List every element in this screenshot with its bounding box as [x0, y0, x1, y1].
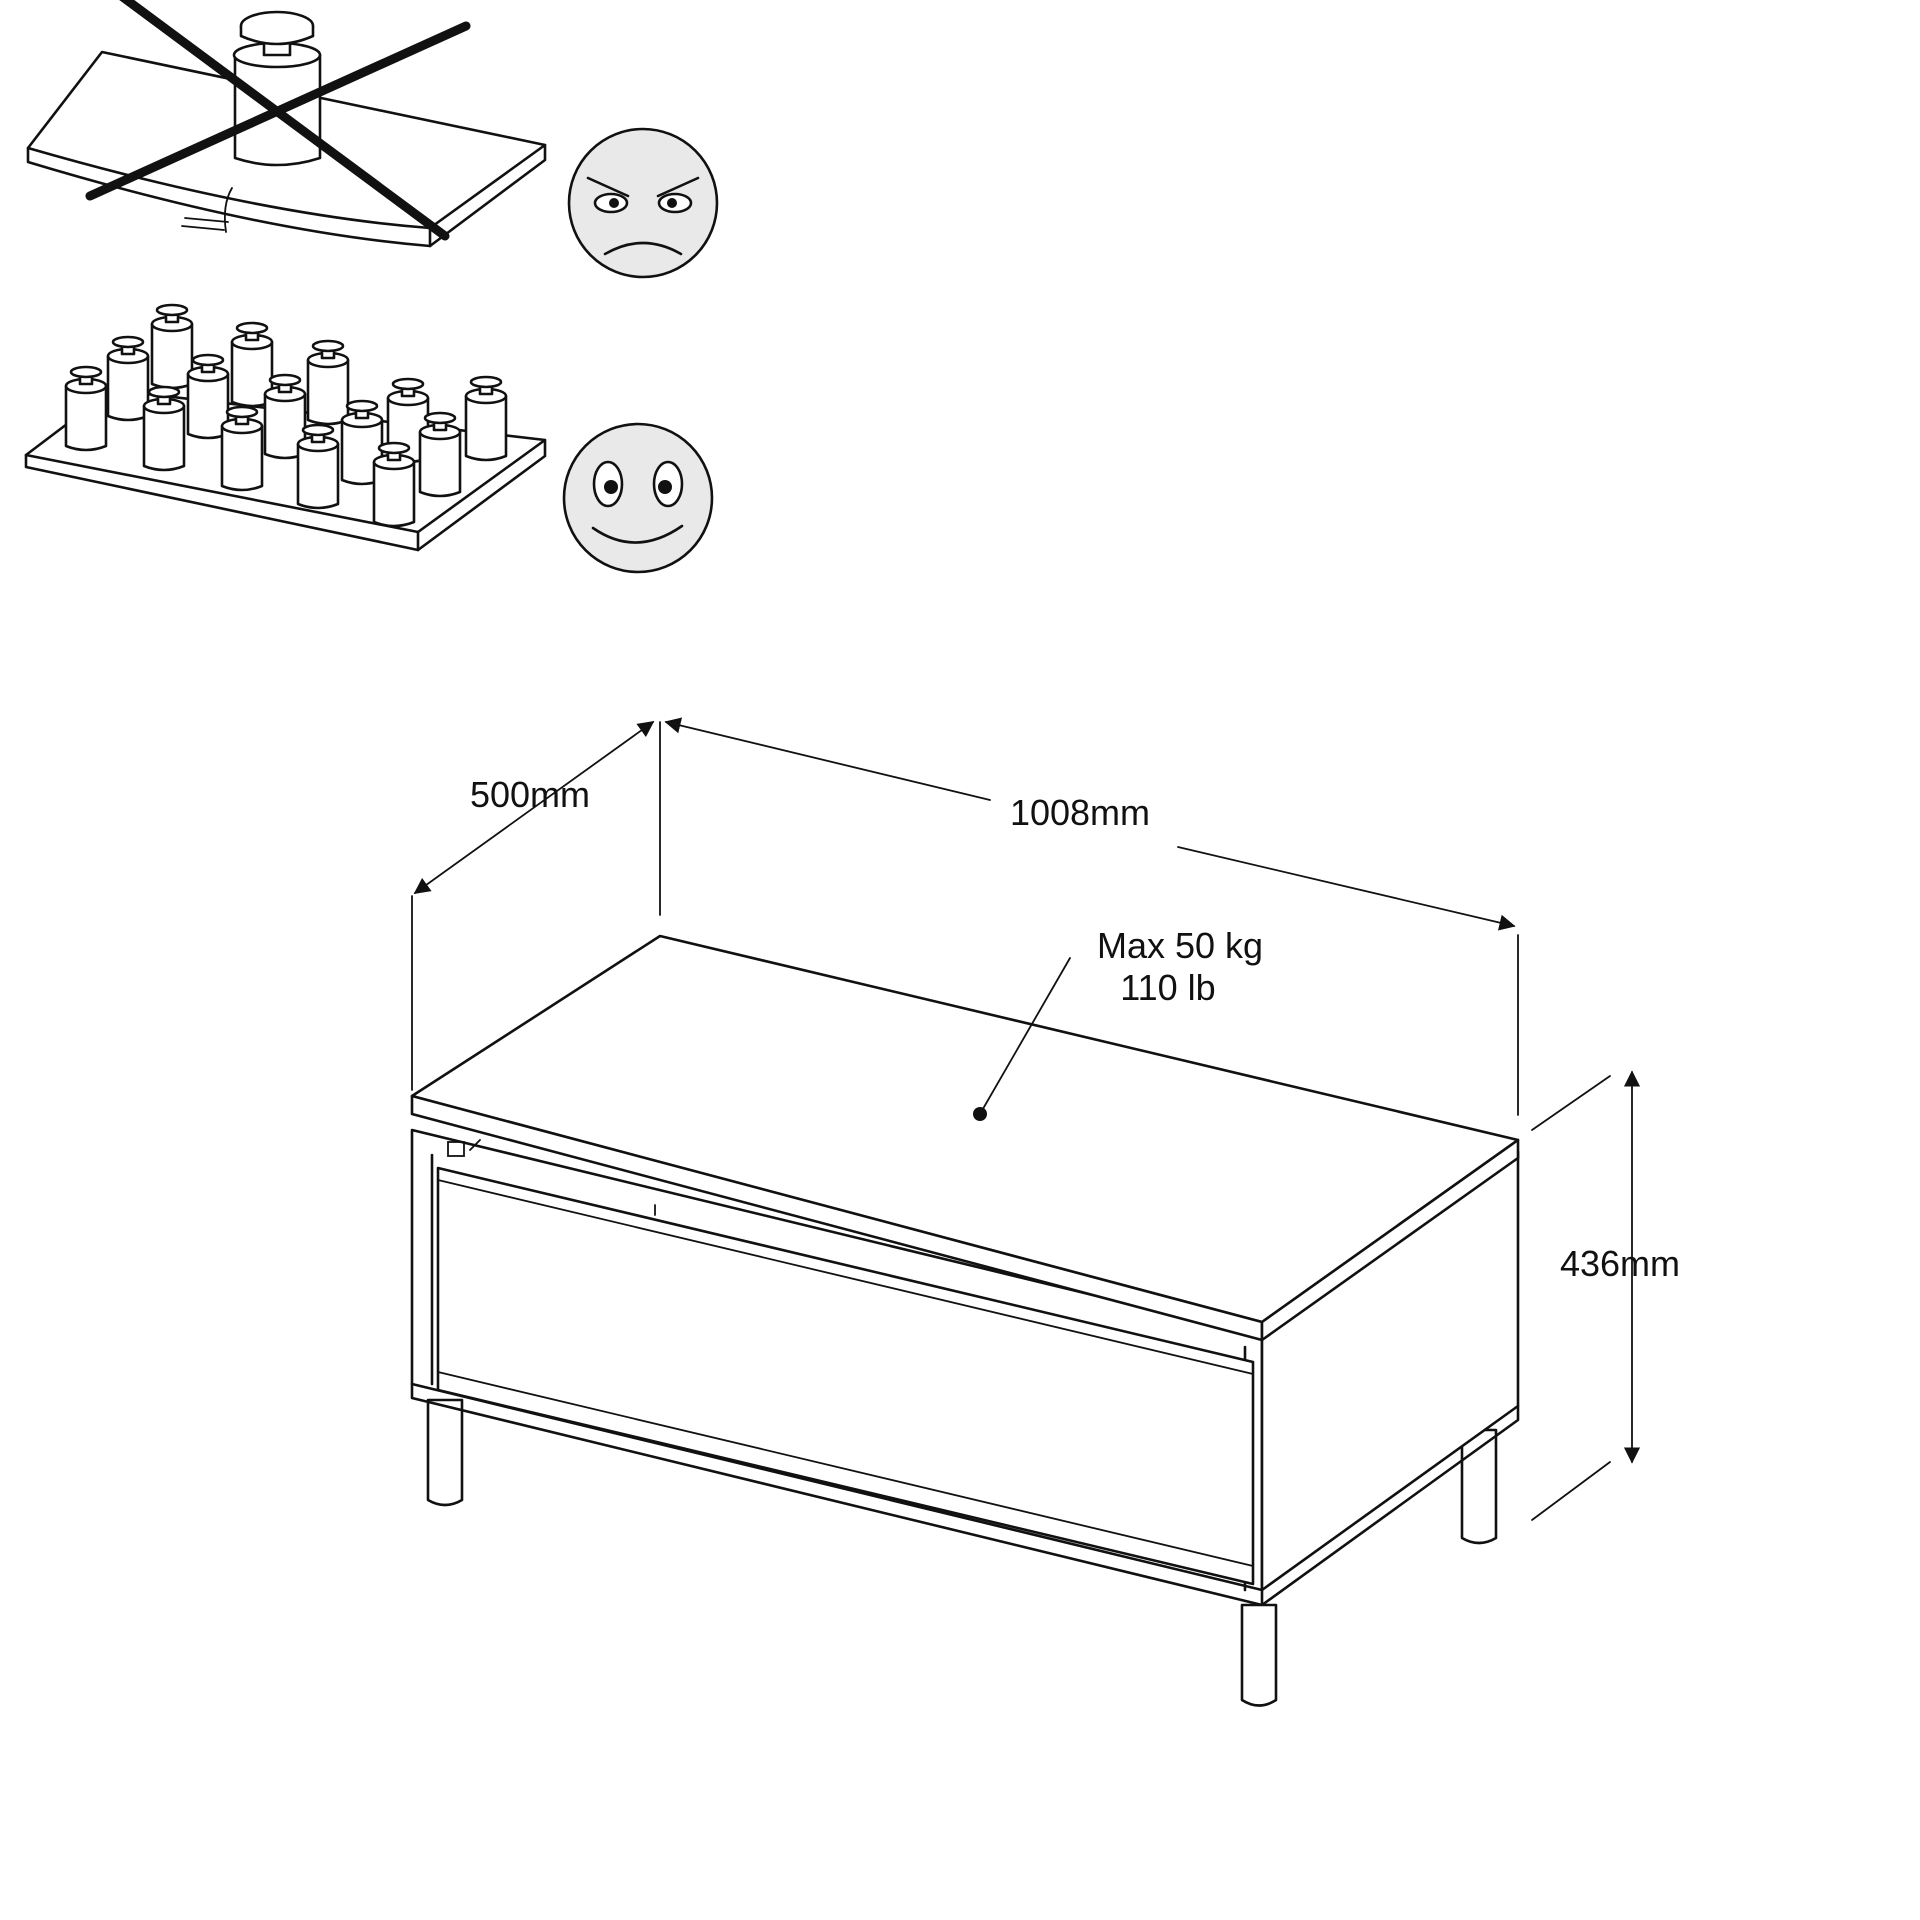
max-load-lb-label: 110 lb — [1120, 967, 1215, 1008]
weight-icon — [306, 339, 350, 426]
table-legs — [426, 1398, 1498, 1545]
weight-icon — [464, 375, 508, 462]
depth-label: 500mm — [470, 774, 590, 815]
dimension-lines — [411, 717, 1641, 1521]
heavy-weight-icon — [232, 10, 322, 167]
wrong-load-illustration — [26, 0, 719, 279]
max-load-kg-label: Max 50 kg — [1097, 925, 1263, 966]
correct-load-illustration — [24, 303, 714, 574]
height-label: 436mm — [1560, 1243, 1680, 1284]
weight-icon — [106, 335, 150, 422]
load-pointer — [973, 957, 1071, 1121]
table-top — [410, 934, 1520, 1342]
happy-face-icon — [562, 422, 714, 574]
weight-icon — [64, 365, 108, 452]
front-leg — [1240, 1603, 1278, 1707]
weight-icon — [150, 303, 194, 390]
angry-face-icon — [567, 127, 719, 279]
width-label: 1008mm — [1010, 792, 1150, 833]
drawer-front — [436, 1166, 1255, 1586]
cross-out-icon — [85, 0, 471, 241]
table-drawing — [410, 717, 1641, 1707]
